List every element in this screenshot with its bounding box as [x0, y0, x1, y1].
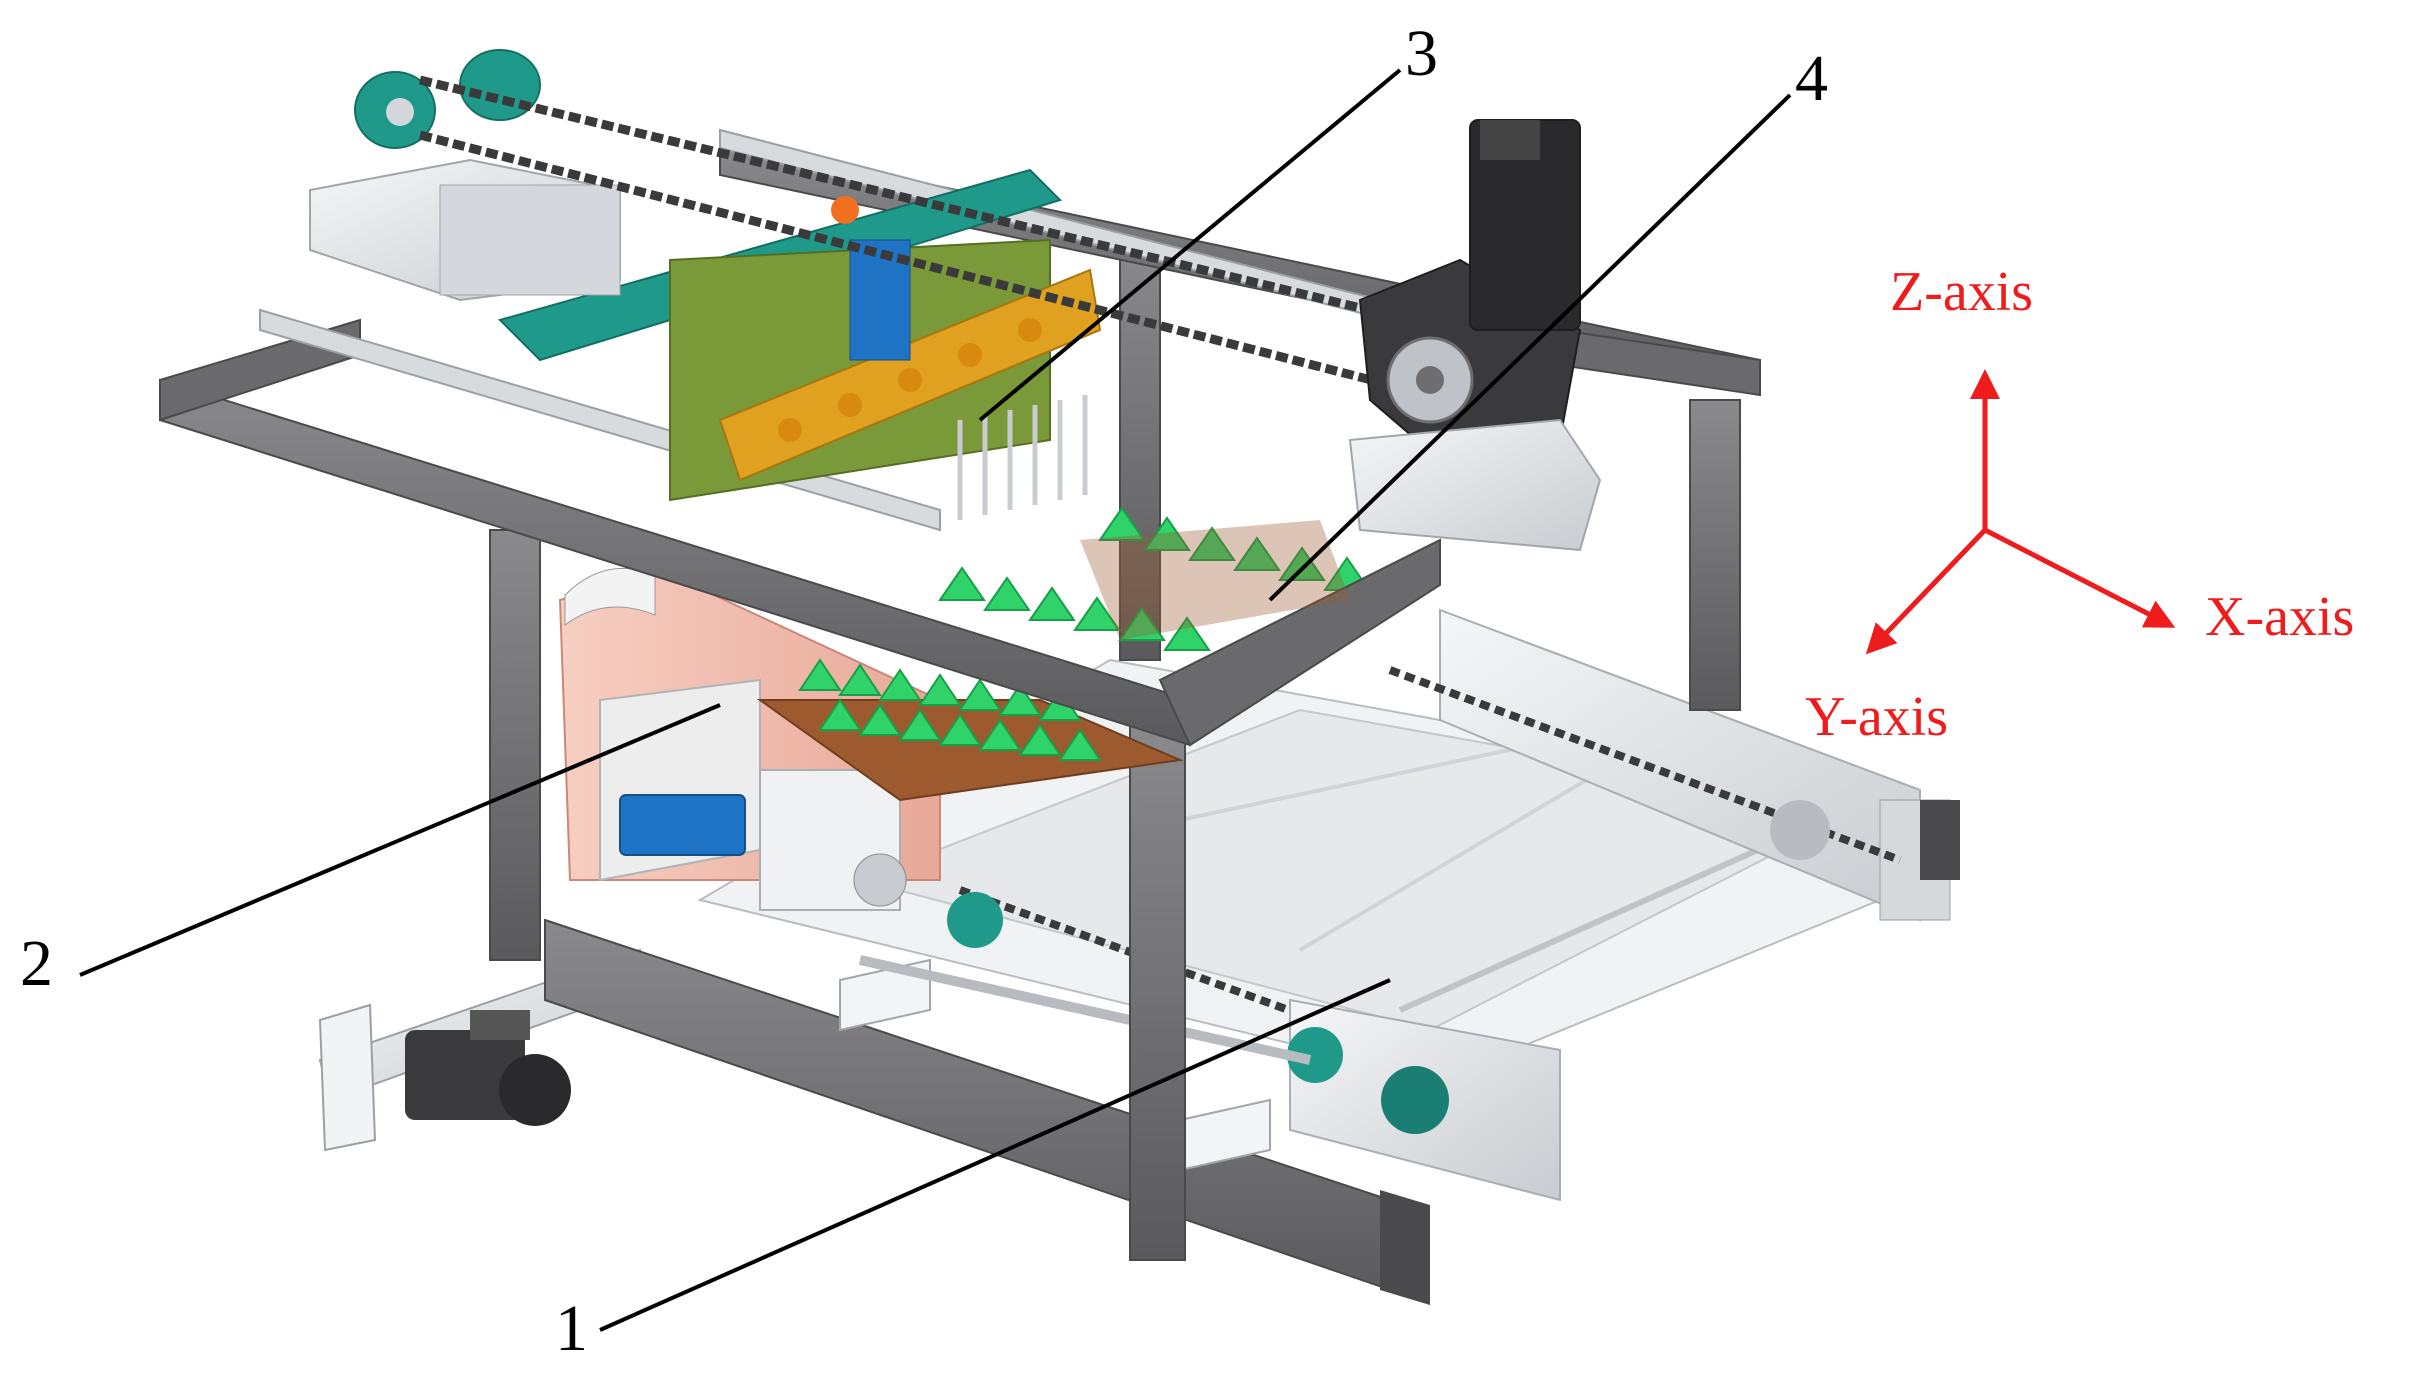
gantry-carriage — [498, 168, 1102, 520]
pneumatic-cylinder — [619, 794, 746, 856]
transplant-mechanism — [558, 567, 941, 911]
y-axis-arrow — [1865, 528, 1987, 655]
callout-line-1 — [599, 978, 1391, 1332]
bearing-block — [947, 800, 1830, 1134]
y-axis-label: Y-axis — [1805, 686, 1948, 748]
callout-1: 1 — [555, 1292, 588, 1365]
base-frame — [318, 918, 1430, 1305]
servo-motor-bottom — [405, 1010, 571, 1126]
seedlings-lower — [798, 658, 1102, 761]
carriage-holes — [778, 318, 1042, 442]
main-frame — [489, 239, 1741, 1261]
callout-3: 3 — [1405, 17, 1438, 90]
seedlings-upper — [938, 506, 1371, 651]
z-axis-label: Z-axis — [1890, 261, 2033, 323]
drive-chains — [418, 75, 1412, 395]
gripper-needles — [957, 395, 1088, 520]
callout-4: 4 — [1795, 42, 1828, 115]
x-axis-arrow — [1983, 527, 2176, 628]
callout-line-2 — [79, 703, 721, 977]
x-axis-label: X-axis — [2205, 586, 2354, 648]
seedling-tray-upper — [1080, 520, 1350, 640]
axis-indicator: Z-axis X-axis Y-axis — [1805, 261, 2354, 748]
callout-line-4 — [1268, 93, 1792, 602]
callout-line-3 — [978, 68, 1402, 422]
callout-2: 2 — [20, 927, 53, 1000]
gear-motor — [1348, 119, 1602, 552]
callout-lines — [79, 68, 1792, 1332]
